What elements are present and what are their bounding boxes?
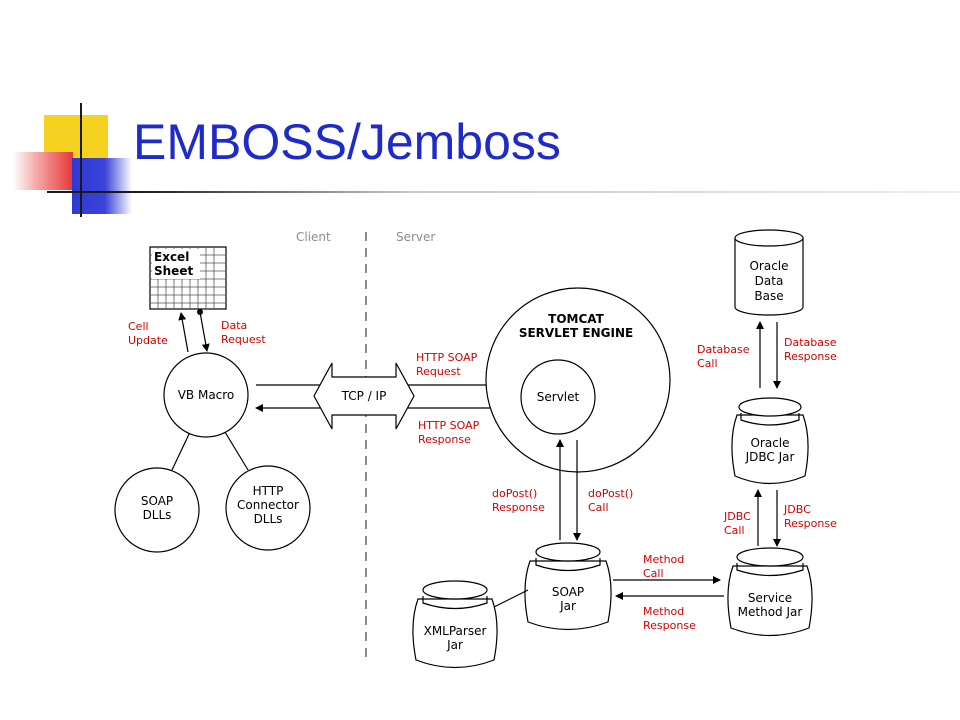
- xmlparser-jar-node: [412, 580, 498, 669]
- tomcat-label-2: SERVLET ENGINE: [519, 326, 633, 340]
- slide-title: EMBOSS/Jemboss: [133, 114, 561, 170]
- client-region-label: Client: [296, 230, 331, 244]
- http-connector-node: [225, 465, 311, 551]
- dopost-response-label-2: Response: [492, 501, 545, 514]
- tcp-ip-label: TCP / IP: [341, 389, 387, 403]
- database-call-label-2: Call: [697, 357, 718, 370]
- method-response-label-1: Method: [643, 605, 684, 618]
- decor-vertical-line: [80, 103, 82, 217]
- tomcat-label-1: TOMCAT: [548, 312, 604, 326]
- database-call-label-1: Database: [697, 343, 750, 356]
- method-response-label-2: Response: [643, 619, 696, 632]
- xmlparser-jar-label-1: XMLParser: [424, 624, 487, 638]
- oracle-db-label-2: Data: [755, 274, 784, 288]
- service-method-jar-label-1: Service: [748, 591, 792, 605]
- vb-macro-node: [163, 352, 249, 438]
- http-soap-request-label-2: Request: [416, 365, 461, 378]
- jdbc-call-label-1: JDBC: [723, 510, 751, 523]
- excel-sheet: Excel Sheet: [149, 246, 227, 310]
- jdbc-call-label-2: Call: [724, 524, 745, 537]
- jdbc-response-label-1: JDBC: [783, 503, 811, 516]
- oracle-db-label-3: Base: [754, 289, 783, 303]
- excel-sheet-label-2: Sheet: [154, 264, 193, 278]
- xmlparser-jar-label-2: Jar: [446, 638, 463, 652]
- soap-dlls-node: [114, 467, 200, 553]
- method-call-label-1: Method: [643, 553, 684, 566]
- http-soap-response-label-1: HTTP SOAP: [418, 419, 480, 432]
- database-response-label-2: Response: [784, 350, 837, 363]
- dopost-response-label-1: doPost(): [492, 487, 537, 500]
- http-soap-response-label-2: Response: [418, 433, 471, 446]
- soap-jar-label-1: SOAP: [552, 585, 584, 599]
- method-call-label-2: Call: [643, 567, 664, 580]
- dopost-call-label-2: Call: [588, 501, 609, 514]
- http-connector-label-2: Connector: [237, 498, 299, 512]
- soap-jar-node: [524, 542, 612, 631]
- decor-title-underline: [47, 191, 960, 193]
- database-response-label-1: Database: [784, 336, 837, 349]
- cell-update-arrow: [178, 312, 189, 353]
- servlet-node: [520, 359, 596, 435]
- data-request-label-1: Data: [221, 319, 247, 332]
- data-request-label-2: Request: [221, 333, 266, 346]
- oracle-database-node: [734, 229, 804, 316]
- vb-http-link: [224, 431, 249, 471]
- data-request-arrow: [199, 311, 210, 352]
- vb-soap-link: [171, 431, 191, 471]
- dopost-call-label-1: doPost(): [588, 487, 633, 500]
- service-method-jar-label-2: Method Jar: [738, 605, 803, 619]
- server-region-label: Server: [396, 230, 435, 244]
- tcp-ip-double-arrow: [313, 362, 415, 430]
- http-connector-label-1: HTTP: [253, 484, 284, 498]
- decor-red-bar: [13, 152, 73, 190]
- oracle-jdbc-jar-label-1: Oracle: [750, 436, 789, 450]
- soap-jar-label-2: Jar: [559, 599, 576, 613]
- soap-dlls-label-2: DLLs: [143, 508, 172, 522]
- http-connector-label-3: DLLs: [254, 512, 283, 526]
- oracle-jdbc-jar-node: [731, 397, 809, 485]
- servlet-label: Servlet: [537, 390, 580, 404]
- service-method-jar-node: [727, 547, 813, 637]
- data-request-dot: [197, 309, 203, 315]
- excel-sheet-label-1: Excel: [154, 250, 189, 264]
- vb-macro-label: VB Macro: [178, 388, 235, 402]
- http-soap-request-label-1: HTTP SOAP: [416, 351, 478, 364]
- soap-dlls-label-1: SOAP: [141, 494, 173, 508]
- jdbc-response-label-2: Response: [784, 517, 837, 530]
- cell-update-label-2: Update: [128, 334, 168, 347]
- cell-update-label-1: Cell: [128, 320, 149, 333]
- decor-blue-square: [72, 158, 132, 214]
- oracle-jdbc-jar-label-2: JDBC Jar: [745, 450, 795, 464]
- oracle-db-label-1: Oracle: [749, 259, 788, 273]
